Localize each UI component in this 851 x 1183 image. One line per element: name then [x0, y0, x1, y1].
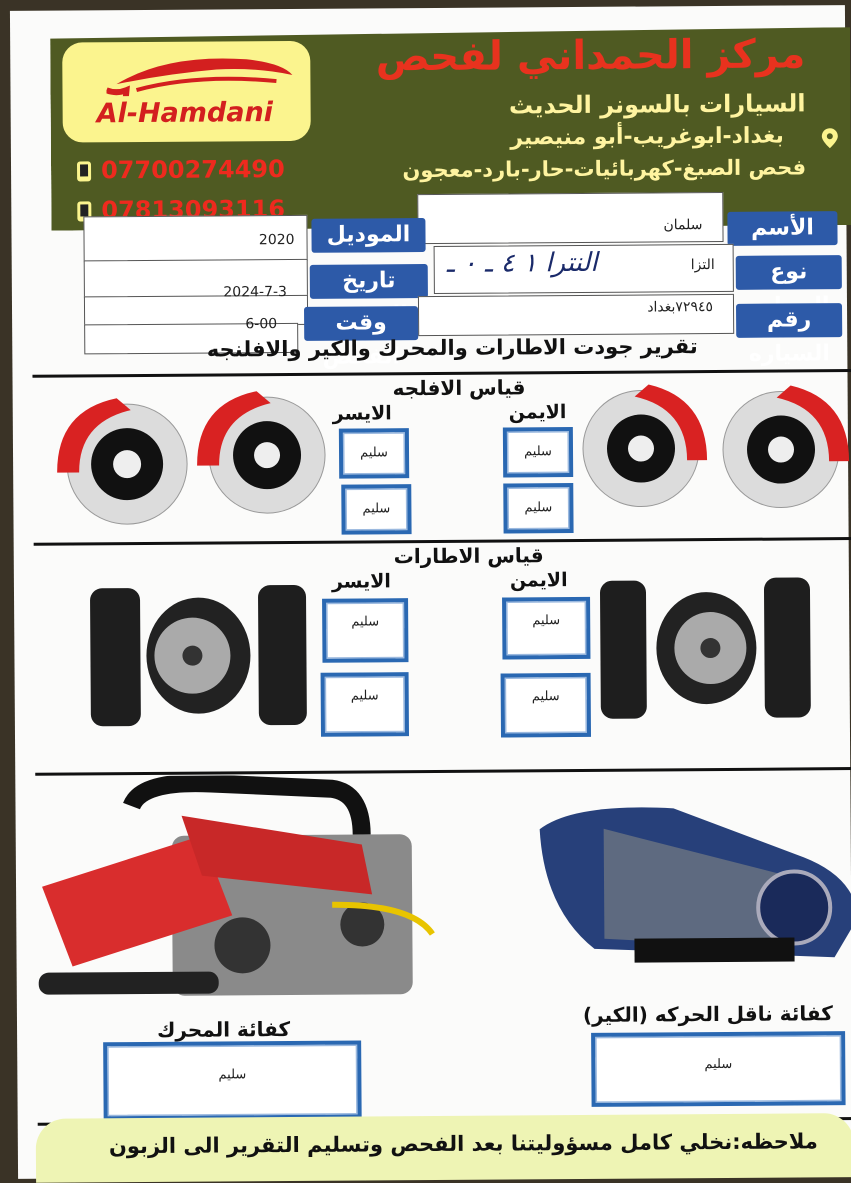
left-tires-image: [90, 584, 307, 727]
brake-left-rear[interactable]: سليم: [341, 484, 412, 535]
company-subtitle: السيارات بالسونر الحديث: [508, 89, 806, 120]
brakes-left-label: الايسر: [332, 402, 392, 425]
brake-disc-icon: [582, 384, 708, 508]
car-type-field[interactable]: التزا النترا ١ ٤ ـ ٠ ـ: [433, 243, 734, 294]
tires-right-label: الايمن: [509, 569, 568, 592]
left-brake-discs-image: [57, 391, 326, 525]
tire-icon: [258, 584, 307, 726]
wheel-icon: [146, 597, 251, 714]
engine-label: كفائة المحرك: [156, 1016, 291, 1042]
tire-right-rear[interactable]: سليم: [500, 672, 592, 738]
model-label: الموديل: [311, 218, 426, 253]
brake-disc-icon: [57, 398, 188, 525]
plate-field[interactable]: ٧٢٩٤٥بغداد: [417, 293, 735, 337]
inspection-sheet: Al-Hamdani مركز الحمداني لفحص السيارات ب…: [9, 5, 851, 1183]
tire-left-front[interactable]: سليم: [322, 598, 409, 663]
name-field[interactable]: سلمان: [417, 191, 724, 245]
wheel-icon: [656, 592, 757, 705]
report-title: تقرير جودت الاطارات والمحرك والكير والاف…: [206, 334, 698, 362]
engine-status-box[interactable]: سليم: [103, 1040, 362, 1121]
brake-right-rear[interactable]: سليم: [503, 483, 574, 534]
right-brake-discs-image: [582, 384, 850, 509]
brakes-right-label: الايمن: [508, 401, 567, 424]
phone-icon: [77, 161, 92, 182]
right-tires-image: [600, 577, 811, 719]
model-field[interactable]: 2020: [83, 214, 308, 263]
exam-date-value: 2024-7-3: [223, 284, 287, 301]
car-logo-icon: [106, 58, 293, 97]
car-type-handwritten: النترا ١ ٤ ـ ٠ ـ: [446, 247, 598, 279]
brake-disc-icon: [197, 391, 326, 514]
address: بغداد-ابوغريب-أبو منيصير: [510, 123, 784, 151]
engine-image: [38, 774, 435, 996]
gearbox-label: كفائة ناقل الحركه (الكير): [582, 1001, 833, 1027]
tire-left-rear[interactable]: سليم: [320, 672, 410, 737]
brake-right-front[interactable]: سليم: [502, 427, 574, 478]
exam-date-label: تاريخ الفحص: [309, 264, 428, 328]
tire-right-front[interactable]: سليم: [502, 596, 591, 660]
tires-left-label: الايسر: [331, 570, 391, 593]
car-type-label: نوع السياره: [735, 255, 842, 319]
divider: [35, 767, 851, 776]
exam-time-value: 6-00: [245, 316, 278, 333]
location-pin-icon: [821, 128, 838, 149]
tire-icon: [600, 580, 647, 719]
services-list: فحص الصبغ-كهربائيات-حار-بارد-معجون: [402, 155, 807, 183]
brake-left-front[interactable]: سليم: [338, 428, 410, 479]
logo-text: Al-Hamdani: [96, 97, 274, 130]
company-title: مركز الحمداني لفحص: [375, 31, 806, 81]
plate-value: ٧٢٩٤٥بغداد: [647, 299, 714, 316]
car-type-value: التزا: [690, 257, 715, 274]
tire-icon: [90, 588, 141, 727]
brake-disc-icon: [722, 385, 850, 509]
name-label: الأسم: [727, 211, 838, 246]
tire-icon: [763, 577, 811, 718]
gearbox-status-box[interactable]: سليم: [591, 1031, 846, 1107]
model-value: 2020: [258, 231, 295, 249]
gearbox-image: [539, 807, 851, 963]
name-value: سلمان: [663, 217, 703, 234]
brakes-title: قياس الافلجه: [392, 375, 526, 401]
phone-number-1[interactable]: 07700274490: [100, 155, 285, 185]
tires-title: قياس الاطارات: [393, 543, 544, 569]
